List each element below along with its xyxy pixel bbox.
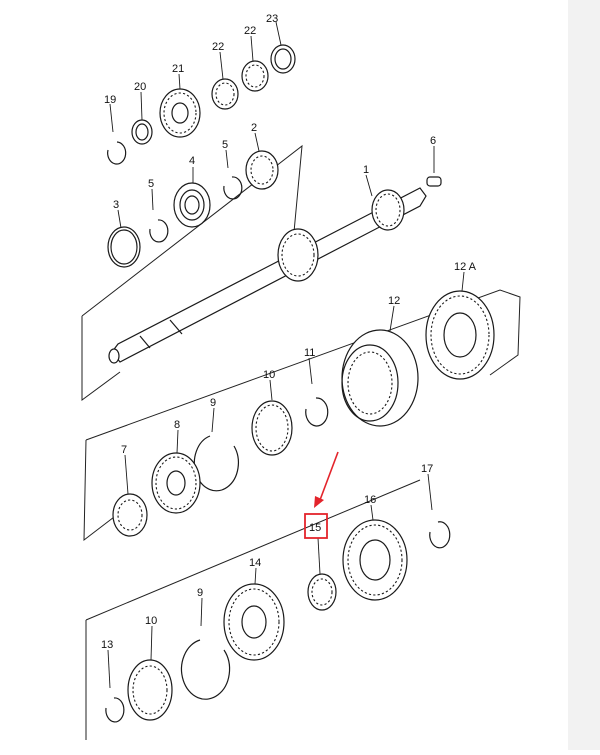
part-12a-gear [425,271,495,380]
part-10-synchro-ring-lower [127,625,173,721]
label-16: 16 [364,494,376,506]
label-22-b: 22 [244,25,256,37]
red-arrowhead [314,496,324,508]
label-7: 7 [121,444,127,456]
part-9-ring-upper [193,407,239,492]
label-12a: 12 A [454,261,477,273]
label-13: 13 [101,639,113,651]
label-5-lower: 5 [148,178,154,190]
label-15: 15 [309,522,321,534]
part-10-synchro-ring-upper [251,379,293,456]
part-22-needle-bearing-a [211,51,239,110]
label-10-upper: 10 [263,369,275,381]
part-15-needle-bearing [307,537,337,611]
label-2: 2 [251,122,257,134]
part-20-washer [131,91,153,145]
part-17-circlip [427,473,451,549]
label-9-upper: 9 [210,397,216,409]
label-1: 1 [363,164,369,176]
label-12: 12 [388,295,400,307]
part-23-ring [270,21,296,74]
part-13-circlip [105,649,125,723]
part-3-ring [107,209,141,268]
label-11: 11 [304,347,315,359]
label-4: 4 [189,155,195,167]
part-1-main-shaft [108,174,427,364]
part-6-pin [426,146,442,187]
part-2-bearing [245,132,279,190]
label-17: 17 [421,463,433,475]
right-frame-strip [568,0,600,750]
label-9-lower: 9 [197,587,203,599]
part-5-circlip-lower [149,188,169,243]
red-arrow-shaft [319,451,339,501]
label-21: 21 [172,63,184,75]
part-8-gear [151,429,201,514]
part-21-gear [159,73,201,138]
part-9-ring-lower [180,597,231,700]
label-23: 23 [266,13,278,25]
part-14-gear [223,567,285,661]
highlight-callout [304,451,339,539]
label-6: 6 [430,135,436,147]
part-22-needle-bearing-b [241,35,269,92]
label-20: 20 [134,81,146,93]
label-19: 19 [104,94,116,106]
part-19-circlip [107,103,127,165]
part-labels: 23 22 22 21 20 19 2 6 5 4 1 5 3 12 A 12 … [101,13,477,651]
label-5-upper: 5 [222,139,228,151]
label-10-lower: 10 [145,615,157,627]
part-7-needle-bearing [112,454,148,537]
part-16-gear [342,504,408,601]
label-8: 8 [174,419,180,431]
label-14: 14 [249,557,261,569]
part-12-synchro-sleeve [341,305,419,427]
red-highlight-box [304,513,328,539]
label-22-a: 22 [212,41,224,53]
label-3: 3 [113,199,119,211]
part-5-circlip-upper [223,149,243,200]
part-11-circlip [305,357,329,427]
part-4-ball-bearing [173,167,211,228]
